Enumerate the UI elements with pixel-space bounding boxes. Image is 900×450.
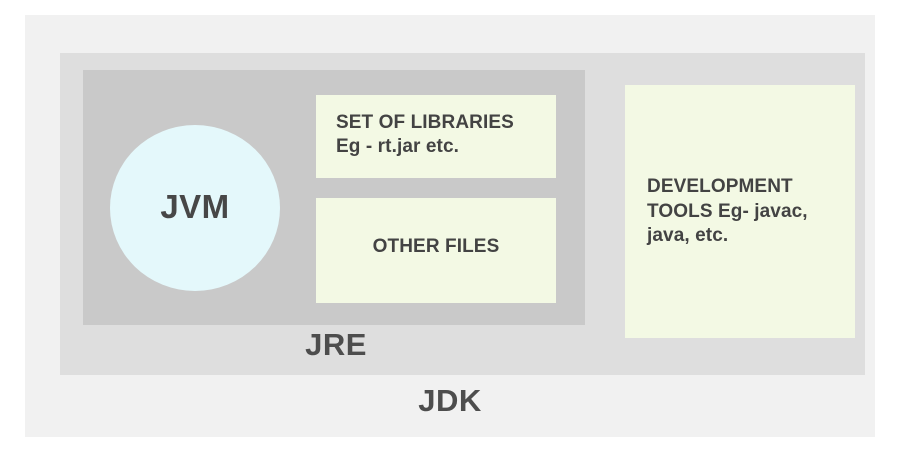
set-of-libraries-label: SET OF LIBRARIES Eg - rt.jar etc. <box>336 112 514 158</box>
jre-container: JVM SET OF LIBRARIES Eg - rt.jar etc. OT… <box>60 53 865 375</box>
jdk-container: JVM SET OF LIBRARIES Eg - rt.jar etc. OT… <box>25 15 875 437</box>
development-tools-card: DEVELOPMENT TOOLS Eg- javac, java, etc. <box>625 85 855 338</box>
development-tools-label: DEVELOPMENT TOOLS Eg- javac, java, etc. <box>647 176 808 247</box>
jvm-runtime-group: JVM SET OF LIBRARIES Eg - rt.jar etc. OT… <box>83 70 585 325</box>
other-files-label: OTHER FILES <box>372 236 500 257</box>
jvm-label: JVM <box>160 187 230 225</box>
set-of-libraries-card: SET OF LIBRARIES Eg - rt.jar etc. <box>316 95 556 178</box>
jdk-label: JDK <box>418 383 482 418</box>
jre-label: JRE <box>305 327 367 362</box>
other-files-card: OTHER FILES <box>316 198 556 303</box>
jvm-circle: JVM <box>110 125 280 291</box>
